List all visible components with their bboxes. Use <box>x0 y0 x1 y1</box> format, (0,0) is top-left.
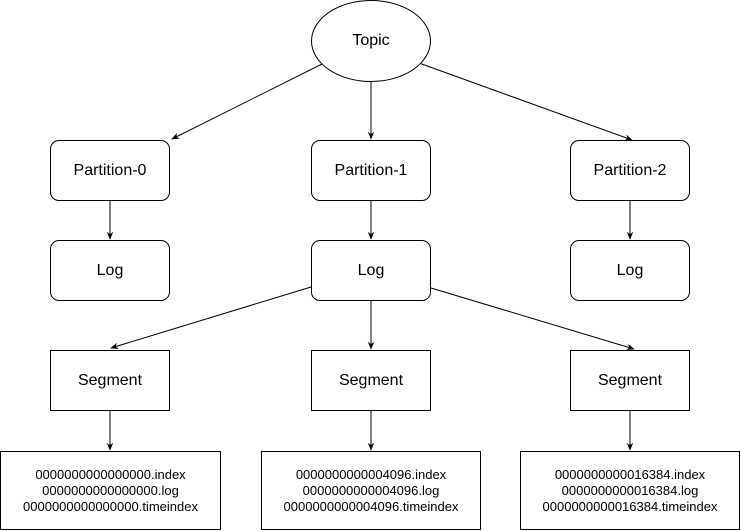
segment-2-index-file: 0000000000016384.index <box>554 466 706 482</box>
partition-1-label: Partition-1 <box>334 161 408 179</box>
segment-0-node[interactable]: Segment <box>50 350 170 411</box>
segment-1-index-file: 0000000000004096.index <box>295 466 447 482</box>
segment-1-log-file: 0000000000004096.log <box>302 482 440 498</box>
segment-2-node[interactable]: Segment <box>570 350 690 411</box>
log-0-label: Log <box>96 261 124 279</box>
edge-topic-partition-2 <box>418 62 633 141</box>
partition-2-label: Partition-2 <box>593 161 667 179</box>
segment-2-log-file: 0000000000016384.log <box>561 482 699 498</box>
partition-0-label: Partition-0 <box>73 161 147 179</box>
segment-2-files-box[interactable]: 0000000000016384.index 0000000000016384.… <box>520 451 740 530</box>
log-0-node[interactable]: Log <box>50 240 170 301</box>
segment-1-node[interactable]: Segment <box>311 350 431 411</box>
segment-1-files-box[interactable]: 0000000000004096.index 0000000000004096.… <box>261 451 481 530</box>
topic-node[interactable]: Topic <box>311 0 431 82</box>
log-2-node[interactable]: Log <box>570 240 690 301</box>
partition-0-node[interactable]: Partition-0 <box>50 140 170 201</box>
segment-0-timeindex-file: 0000000000000000.timeindex <box>23 498 198 514</box>
segment-1-label: Segment <box>338 371 404 389</box>
segment-2-label: Segment <box>597 371 663 389</box>
topic-label: Topic <box>352 32 390 49</box>
log-1-label: Log <box>357 261 385 279</box>
segment-0-label: Segment <box>77 371 143 389</box>
partition-2-node[interactable]: Partition-2 <box>570 140 690 201</box>
segment-0-log-file: 0000000000000000.log <box>42 482 179 498</box>
segment-2-timeindex-file: 0000000000016384.timeindex <box>542 498 718 514</box>
edge-topic-partition-0 <box>171 63 323 140</box>
log-1-node[interactable]: Log <box>311 240 431 301</box>
edge-log-segment-2 <box>430 287 635 350</box>
segment-0-files-box[interactable]: 0000000000000000.index 0000000000000000.… <box>0 451 221 530</box>
edge-log-segment-0 <box>110 286 312 349</box>
partition-1-node[interactable]: Partition-1 <box>311 140 431 201</box>
segment-0-index-file: 0000000000000000.index <box>35 466 186 482</box>
log-2-label: Log <box>616 261 644 279</box>
segment-1-timeindex-file: 0000000000004096.timeindex <box>283 498 459 514</box>
